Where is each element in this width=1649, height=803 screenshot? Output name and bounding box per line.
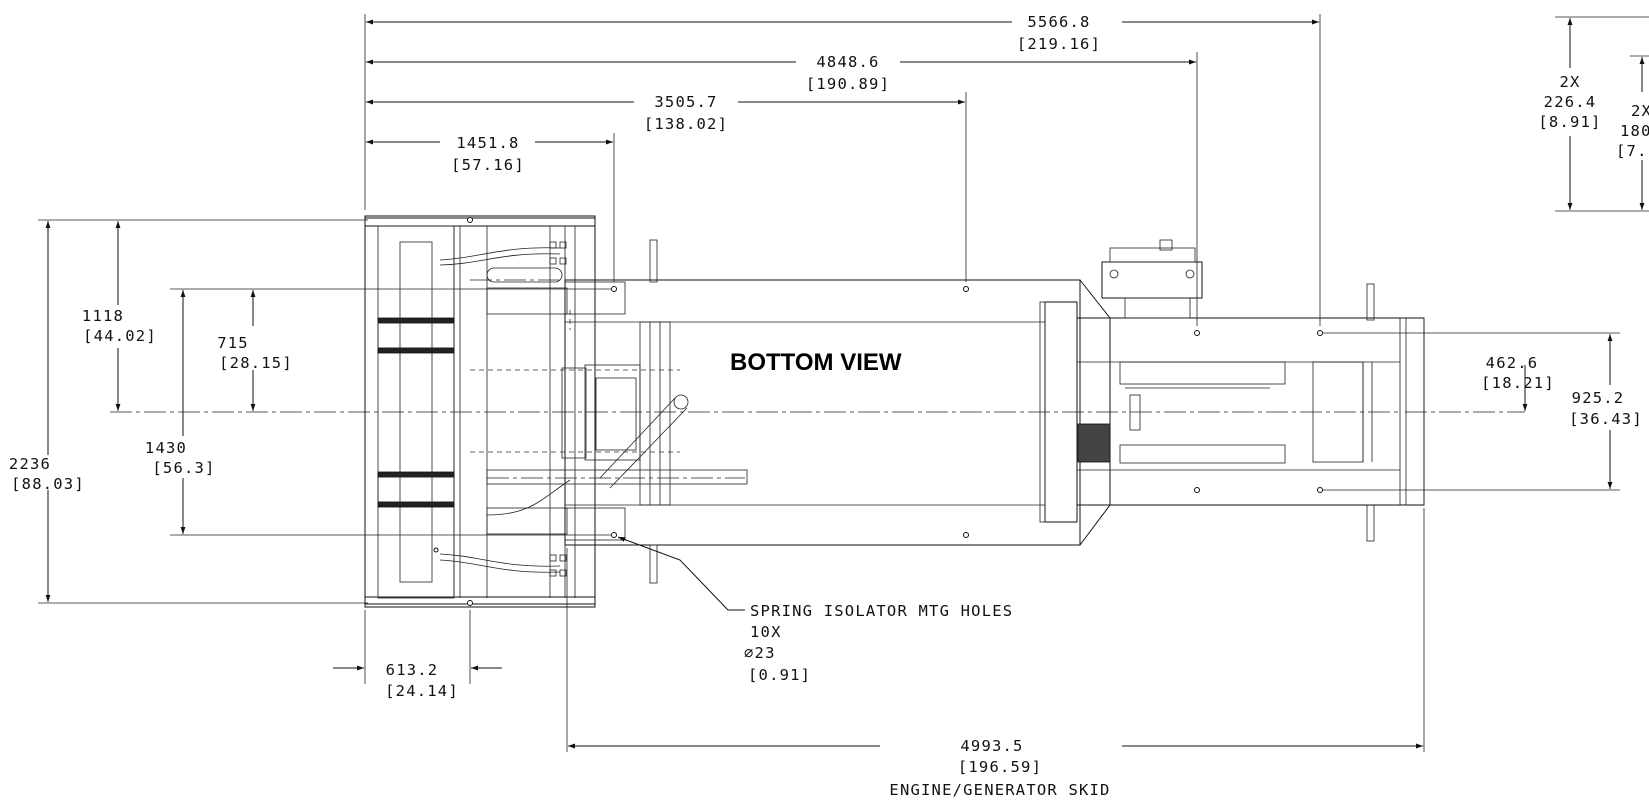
dim-overall-width-mm: 2236 [9,455,51,473]
dim-enclosure-length-in: [190.89] [806,75,890,93]
dim-front-offset-mm: 613.2 [386,661,439,679]
dim-overall-length-in: [219.16] [1017,35,1101,53]
dim-half-width-in: [44.02] [83,327,157,345]
callout-spring-isolator: SPRING ISOLATOR MTG HOLES 10X ∅23 [0.91] [744,602,1013,684]
dim-hole-spacing-in: [56.3] [152,459,215,477]
dim-mid-hole-mm: 3505.7 [654,93,717,111]
callout-line3: ∅23 [744,644,776,662]
view-title: BOTTOM VIEW [730,349,902,376]
dim-right-b-in: [7. [1616,142,1648,160]
generator-body [364,215,1425,608]
dim-right-b-qty: 2X [1631,102,1649,120]
mounting-holes [611,286,1323,538]
dim-skid-length-in: [196.59] [958,758,1042,776]
dim-skid-half-mm: 462.6 [1486,354,1539,372]
dim-skid-spacing-mm: 925.2 [1572,389,1625,407]
dim-half-width-mm: 1118 [82,307,124,325]
dimension-lines [38,14,1649,752]
dim-first-hole-in: [57.16] [451,156,525,174]
dim-skid-half-in: [18.21] [1481,374,1555,392]
dim-right-a-qty: 2X [1559,73,1580,91]
dim-skid-spacing-in: [36.43] [1569,410,1643,428]
dim-hole-spacing-mm: 1430 [145,439,187,457]
center-lines [110,279,1525,479]
callout-line2: 10X [750,623,782,641]
dim-front-offset-in: [24.14] [385,682,459,700]
dim-right-a-in: [8.91] [1538,113,1601,131]
callout-line4: [0.91] [748,666,811,684]
callout-line1: SPRING ISOLATOR MTG HOLES [750,602,1013,620]
dim-first-hole-mm: 1451.8 [456,134,519,152]
dim-overall-width-in: [88.03] [11,475,85,493]
dim-right-a-mm: 226.4 [1544,93,1597,111]
dim-hole-offset-mm: 715 [217,334,249,352]
dim-hole-offset-in: [28.15] [219,354,293,372]
skid-label: ENGINE/GENERATOR SKID [889,781,1110,799]
dim-right-b-mm: 180 [1620,122,1649,140]
dim-mid-hole-in: [138.02] [644,115,728,133]
dim-enclosure-length-mm: 4848.6 [816,53,879,71]
dim-overall-length-mm: 5566.8 [1027,13,1090,31]
dim-skid-length-mm: 4993.5 [960,737,1023,755]
